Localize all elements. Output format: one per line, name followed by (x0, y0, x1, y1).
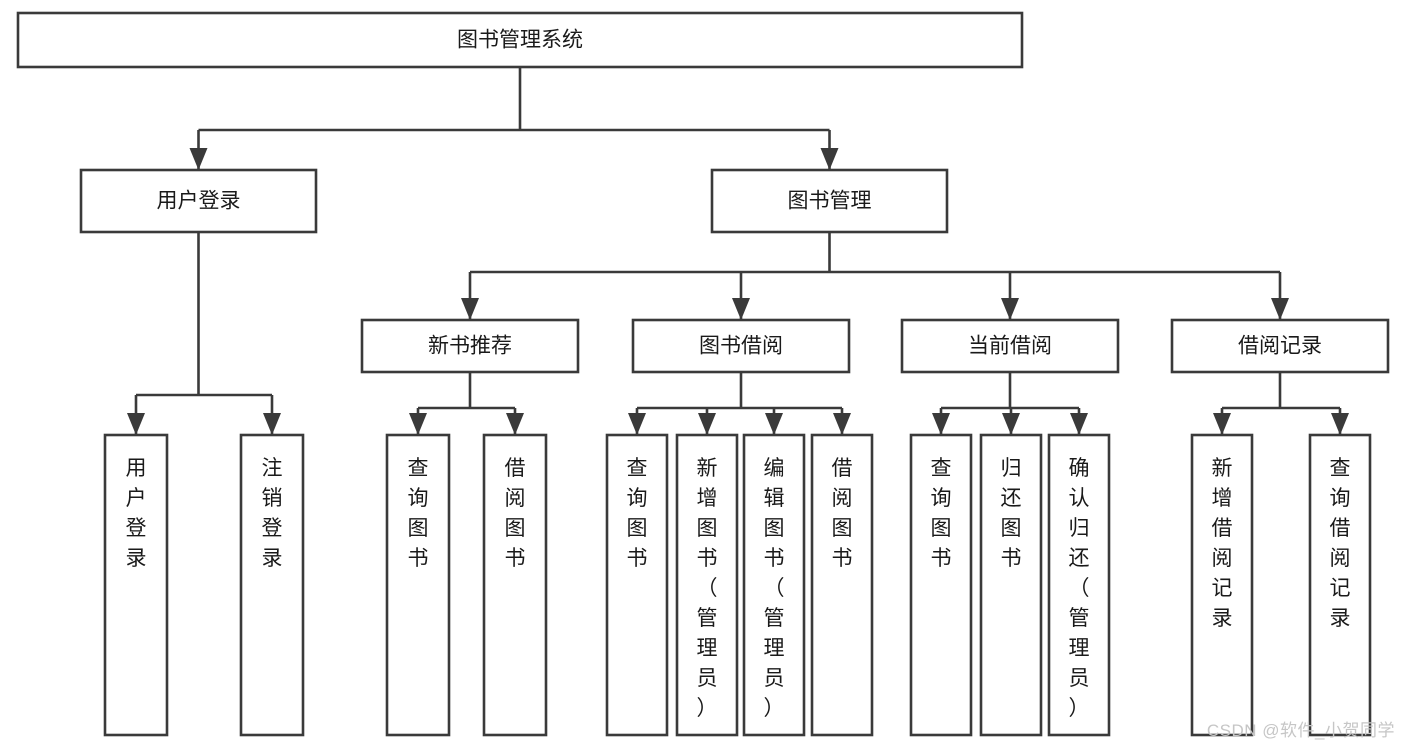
node-label: 查询借阅记录 (1330, 457, 1351, 630)
node-leaf-10[interactable]: 归还图书 (979, 433, 1043, 737)
arrow-head (1213, 413, 1231, 435)
arrow-head (1331, 413, 1349, 435)
node-box (909, 433, 973, 737)
arrow-head (1271, 298, 1289, 320)
node-label: 确认归还（管理员） (1069, 457, 1090, 720)
arrow-head (765, 413, 783, 435)
node-leaf-12[interactable]: 新增借阅记录 (1190, 433, 1254, 737)
arrow-head (1001, 298, 1019, 320)
node-box (742, 433, 806, 737)
arrow-head (1070, 413, 1088, 435)
node-box (16, 11, 1024, 69)
node-layer: 图书管理系统用户登录图书管理新书推荐图书借阅当前借阅借阅记录用户登录注销登录查询… (16, 11, 1390, 737)
node-leaf-1[interactable]: 用户登录 (103, 433, 169, 737)
node-level3-2[interactable]: 图书借阅 (631, 318, 851, 374)
node-label: 用户登录 (157, 190, 241, 213)
node-leaf-11[interactable]: 确认归还（管理员） (1047, 433, 1111, 737)
node-label: 当前借阅 (968, 335, 1052, 358)
node-box (1190, 433, 1254, 737)
node-box (239, 433, 305, 737)
node-label: 用户登录 (126, 457, 147, 570)
node-leaf-8[interactable]: 借阅图书 (810, 433, 874, 737)
node-label: 查询图书 (931, 457, 952, 570)
node-box (810, 433, 874, 737)
node-box (79, 168, 318, 234)
node-label: 借阅图书 (505, 457, 526, 570)
node-box (979, 433, 1043, 737)
arrow-head (409, 413, 427, 435)
node-box (710, 168, 949, 234)
node-leaf-5[interactable]: 查询图书 (605, 433, 669, 737)
node-box (103, 433, 169, 737)
node-box (900, 318, 1120, 374)
node-box (482, 433, 548, 737)
node-label: 图书借阅 (699, 335, 783, 358)
arrow-head (461, 298, 479, 320)
arrow-head (506, 413, 524, 435)
node-leaf-4[interactable]: 借阅图书 (482, 433, 548, 737)
node-label: 新增图书（管理员） (697, 457, 718, 720)
node-level2-1[interactable]: 用户登录 (79, 168, 318, 234)
arrow-head (189, 148, 208, 170)
node-box (385, 433, 451, 737)
node-leaf-7[interactable]: 编辑图书（管理员） (742, 433, 806, 737)
connector-layer (127, 67, 1349, 435)
arrow-head (932, 413, 950, 435)
node-leaf-9[interactable]: 查询图书 (909, 433, 973, 737)
arrow-head (263, 413, 281, 435)
node-box (1308, 433, 1372, 737)
arrow-head (833, 413, 851, 435)
csdn-watermark: CSDN @软件_小贺同学 (1206, 721, 1395, 740)
arrow-head (698, 413, 716, 435)
node-level3-3[interactable]: 当前借阅 (900, 318, 1120, 374)
arrow-head (628, 413, 646, 435)
node-label: 新增借阅记录 (1212, 457, 1233, 630)
node-label: 归还图书 (1001, 457, 1022, 570)
node-label: 查询图书 (627, 457, 648, 570)
node-leaf-13[interactable]: 查询借阅记录 (1308, 433, 1372, 737)
node-level2-2[interactable]: 图书管理 (710, 168, 949, 234)
node-box (360, 318, 580, 374)
node-label: 借阅记录 (1238, 335, 1322, 358)
node-box (631, 318, 851, 374)
node-label: 注销登录 (262, 457, 283, 570)
node-label: 编辑图书（管理员） (764, 457, 785, 720)
node-leaf-2[interactable]: 注销登录 (239, 433, 305, 737)
node-leaf-3[interactable]: 查询图书 (385, 433, 451, 737)
node-label: 新书推荐 (428, 335, 512, 358)
node-box (605, 433, 669, 737)
node-label: 图书管理 (788, 190, 872, 213)
arrow-head (820, 148, 839, 170)
arrow-head (1002, 413, 1020, 435)
node-level3-4[interactable]: 借阅记录 (1170, 318, 1390, 374)
arrow-head (732, 298, 750, 320)
node-box (1047, 433, 1111, 737)
node-label: 查询图书 (408, 457, 429, 570)
node-label: 借阅图书 (832, 457, 853, 570)
node-root-system[interactable]: 图书管理系统 (16, 11, 1024, 69)
node-leaf-6[interactable]: 新增图书（管理员） (675, 433, 739, 737)
node-box (1170, 318, 1390, 374)
arrow-head (127, 413, 145, 435)
node-level3-1[interactable]: 新书推荐 (360, 318, 580, 374)
node-label: 图书管理系统 (457, 29, 583, 52)
node-box (675, 433, 739, 737)
